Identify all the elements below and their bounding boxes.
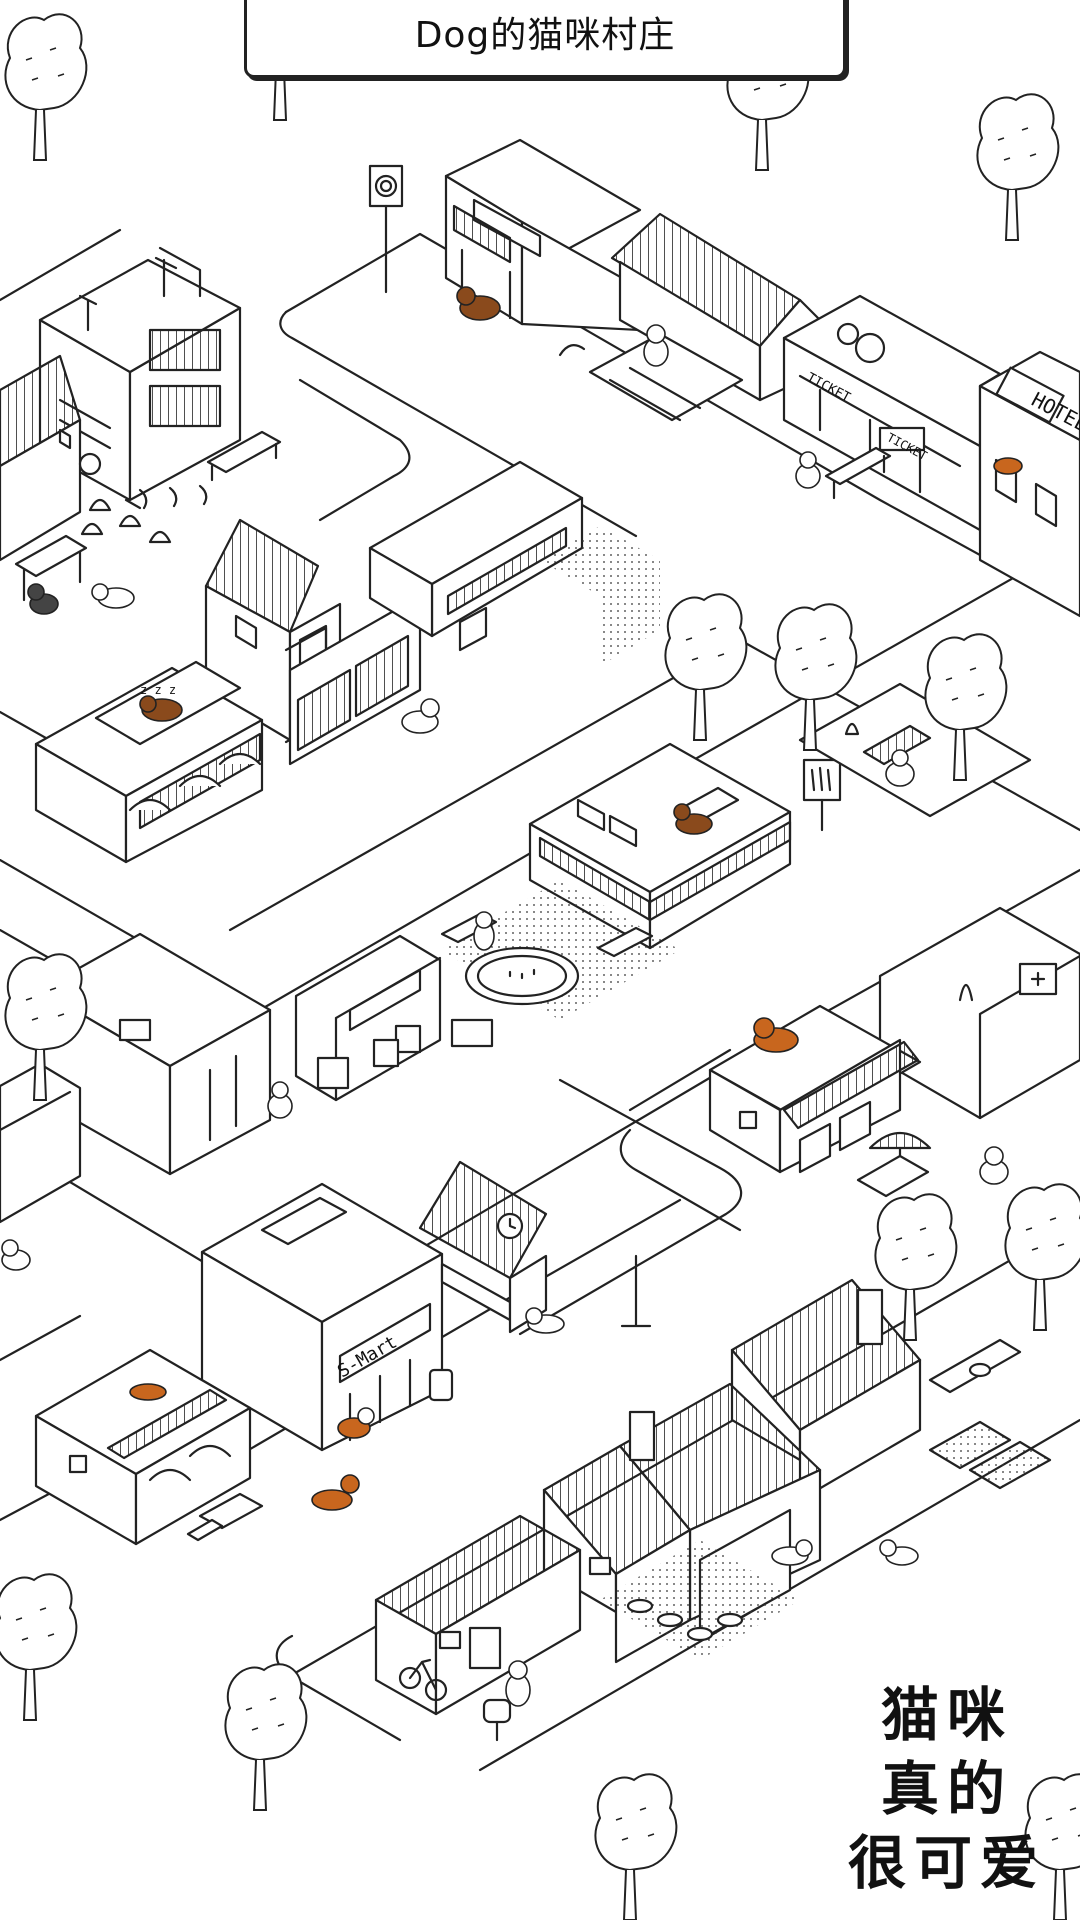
fries-sign: [802, 758, 842, 832]
cat-running[interactable]: [311, 1474, 360, 1511]
stone-path: [600, 1540, 800, 1660]
cat-sleeping[interactable]: [139, 695, 183, 722]
park-bench: [206, 430, 282, 482]
cat-hotel[interactable]: [993, 457, 1023, 475]
tree: [976, 93, 1060, 241]
left-edge-shop[interactable]: [0, 1062, 82, 1224]
trash-bin: [428, 1368, 454, 1402]
long-storefront[interactable]: [368, 460, 584, 652]
cat-shop[interactable]: [643, 324, 669, 367]
cat-left[interactable]: [1, 1239, 31, 1271]
picnic-table-lower: [186, 1492, 264, 1542]
flat-roof-shop[interactable]: [34, 660, 264, 864]
cat-ticket[interactable]: [795, 451, 821, 489]
cats[interactable]: [1, 286, 1023, 1707]
cat-sunbathing[interactable]: [885, 749, 915, 787]
slogan-line: 很可爱: [847, 1829, 1046, 1897]
plaza-bench-2: [596, 926, 654, 958]
striped-roof-shop[interactable]: [0, 354, 102, 562]
mailbox: [482, 1698, 512, 1742]
cat-clock-shop[interactable]: [525, 1307, 565, 1334]
awning-cafe[interactable]: [708, 1004, 922, 1174]
village-title: Dog的猫咪村庄: [414, 15, 676, 56]
cat-calico[interactable]: [337, 1407, 375, 1439]
garage-block[interactable]: [288, 594, 422, 766]
tree: [4, 13, 88, 161]
tree: [1004, 1183, 1080, 1331]
cat-white[interactable]: [979, 1146, 1009, 1185]
slogan-line: 真的: [880, 1755, 1013, 1823]
cat-appliance[interactable]: [267, 1081, 293, 1119]
s-mart-store[interactable]: [200, 1182, 444, 1452]
clock-tower-shop[interactable]: [418, 1160, 548, 1334]
dotted-lawn-1: [540, 526, 660, 666]
tree: [874, 1193, 958, 1341]
tree: [664, 593, 748, 741]
cat-orange-roof[interactable]: [753, 1017, 799, 1053]
street-bench-right: [824, 446, 892, 500]
hay-bales: [928, 1420, 1052, 1490]
cat-fountain[interactable]: [473, 911, 495, 951]
cat-orange[interactable]: [456, 286, 501, 321]
picnic-table: [14, 534, 88, 602]
fountain-plaza[interactable]: [440, 880, 680, 1020]
slogan-text: 猫咪 真的 很可爱: [832, 1678, 1062, 1900]
garden-shed[interactable]: [374, 1514, 582, 1716]
cat-sitting[interactable]: [505, 1660, 531, 1707]
sun-deck: [798, 682, 1032, 818]
tree: [594, 1773, 678, 1920]
cat-grey-2[interactable]: [91, 583, 135, 609]
cat-rooftop[interactable]: [673, 803, 713, 835]
cat-walking[interactable]: [879, 1539, 919, 1566]
tree: [224, 1663, 308, 1811]
slogan-line: 猫咪: [880, 1681, 1013, 1749]
cat-grey[interactable]: [401, 698, 440, 734]
bushes-row: [80, 484, 208, 544]
appliance-store[interactable]: [294, 934, 494, 1102]
village-title-banner[interactable]: Dog的猫咪村庄: [244, 0, 846, 78]
tree: [0, 1573, 78, 1721]
bicycle: [398, 1658, 448, 1702]
pharmacy-building[interactable]: [878, 906, 1080, 1120]
cat-black[interactable]: [27, 583, 59, 615]
sleep-z: z z z: [140, 683, 176, 697]
cat-window[interactable]: [771, 1539, 813, 1566]
patio-umbrella: [856, 1132, 932, 1198]
lower-left-market[interactable]: [34, 1348, 252, 1546]
cat-resting[interactable]: [129, 1383, 167, 1401]
target-sign-pole: [368, 164, 404, 294]
log-pile: [928, 1338, 1022, 1394]
outdoor-market-lot: [558, 332, 744, 422]
ticket-office[interactable]: [782, 294, 1002, 532]
hotel-building[interactable]: [978, 350, 1080, 618]
street-lamp: [620, 1254, 652, 1328]
